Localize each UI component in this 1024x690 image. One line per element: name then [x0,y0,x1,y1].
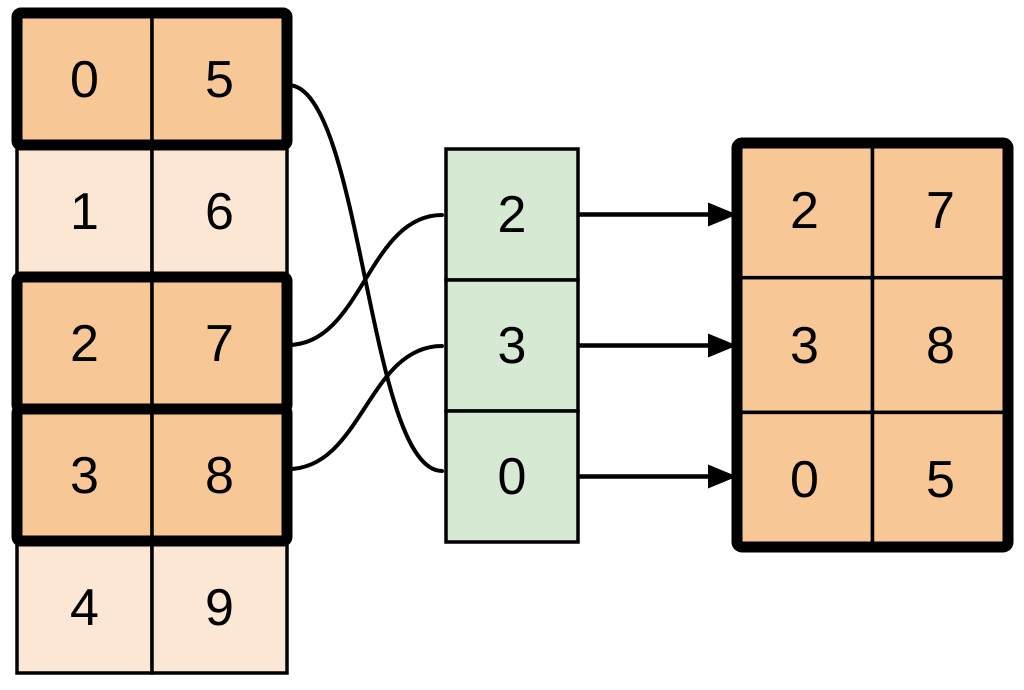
index-cell-0 [444,147,580,282]
connector-input-row3-to-index-3 [286,344,444,471]
output-value-r0c1: 7 [926,182,955,240]
index-cell-1 [444,278,580,413]
output-cell-r0c1 [870,141,1010,280]
output-value-r2c0: 0 [790,451,819,509]
input-value-r4c1: 9 [205,579,234,637]
output-value-r0c0: 2 [790,182,819,240]
arrow-head-output-row2 [708,464,737,489]
input-table: 0 5 1 6 2 7 3 8 4 9 [11,7,293,675]
output-cell-r2c1 [870,410,1010,549]
output-value-r1c1: 8 [926,317,955,375]
output-value-r2c1: 5 [926,451,955,509]
input-value-r2c1: 7 [205,315,234,373]
output-value-r1c0: 3 [790,317,819,375]
input-value-r1c0: 1 [70,183,99,241]
input-value-r0c0: 0 [70,51,99,109]
input-cell-r1c1 [150,143,289,279]
output-table-outline [731,137,1014,553]
input-value-r1c1: 6 [205,183,234,241]
index-cell-2 [444,409,580,544]
input-value-r3c1: 8 [205,447,234,505]
output-arrows [579,202,737,489]
input-cell-r2c1 [150,275,289,411]
input-value-r4c0: 4 [70,579,99,637]
input-cell-r4c0 [15,539,154,675]
input-row3-selection-outline [11,403,293,547]
output-cell-r1c0 [735,275,875,415]
arrow-head-output-row0 [708,202,737,227]
index-value-0: 2 [498,186,527,244]
input-value-r3c0: 3 [70,447,99,505]
output-table: 2 7 3 8 0 5 [731,137,1014,553]
connector-input-row2-to-index-2 [286,213,444,347]
input-value-r0c1: 5 [205,51,234,109]
input-cell-r4c1 [150,539,289,675]
input-value-r2c0: 2 [70,315,99,373]
index-value-2: 0 [498,448,527,506]
input-cell-r0c1 [150,11,289,147]
output-cell-r1c1 [870,275,1010,415]
input-cell-r3c1 [150,407,289,543]
curved-connectors [286,83,444,473]
arrow-head-output-row1 [708,333,737,358]
index-value-1: 3 [498,317,527,375]
index-column: 2 3 0 [444,147,580,544]
input-row0-selection-outline [11,7,293,151]
